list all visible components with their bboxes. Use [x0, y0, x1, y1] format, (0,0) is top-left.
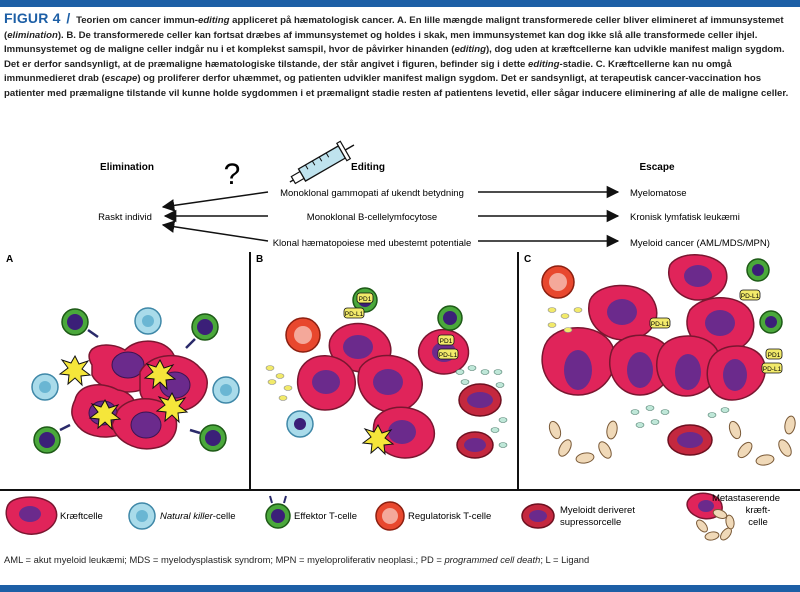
panel-c-label: C	[524, 254, 531, 265]
footnote-parts-0: AML = akut myeloid leukæmi; MDS = myelod…	[4, 554, 445, 565]
legend-metastatic-label-1: Metastaserende	[712, 493, 780, 504]
cancer-nucleus	[343, 335, 373, 359]
legend-treg-label: Regulatorisk T-celle	[408, 511, 491, 522]
svg-text:PD1: PD1	[440, 338, 453, 345]
pd1-label-b2: PD1	[437, 334, 455, 346]
condition-chip: Klonal hæmatopoiese med ubestemt potenti…	[273, 238, 472, 249]
panel-a-label: A	[6, 254, 13, 265]
legend-mdsc-label-2: supressorcelle	[560, 517, 621, 528]
pdl1-label-c2: PD-L1	[649, 317, 671, 329]
legend-metastatic-label-3: celle	[748, 517, 768, 528]
top-accent-bar	[0, 0, 800, 7]
svg-text:PD1: PD1	[768, 352, 781, 359]
svg-text:PD-L1: PD-L1	[741, 293, 760, 300]
condition-mgus: Monoklonal gammopati af ukendt betydning	[280, 188, 464, 199]
caption-parts-4: ). B. De transformerede celler kan forts…	[4, 29, 758, 56]
legend-nk-cell-label: Natural killer-celle	[160, 511, 236, 522]
stage-editing-label: Editing	[351, 162, 385, 173]
figure-caption: FIGUR 4 / Teorien om cancer immun-editin…	[4, 11, 796, 102]
metastatic-vessel	[548, 415, 796, 466]
svg-text:PD-L1: PD-L1	[763, 366, 782, 373]
legend-metastatic-label-2: kræft-	[746, 505, 771, 516]
kill-burst-icon	[88, 398, 122, 431]
condition-mbl: Monoklonal B-cellelymfocytose	[307, 212, 437, 223]
caption-parts-5: editing	[454, 44, 486, 56]
pdl1-label-b1: PD-L1	[343, 307, 365, 319]
caption-parts-3: elimination	[7, 29, 58, 41]
caption-parts-0: Teorien om cancer immun-	[76, 15, 198, 26]
cancer-nucleus	[111, 351, 145, 379]
pd1-label-b1: PD1	[356, 292, 374, 304]
legend-metastatic-cell-icon	[686, 492, 735, 541]
pdl1-label-c1: PD-L1	[739, 289, 761, 301]
question-mark: ?	[224, 158, 241, 191]
caption-parts-8: -stadie. C. Kræftcellerne kan nu omgå im…	[4, 58, 732, 85]
svg-text:PD-L1: PD-L1	[345, 311, 364, 318]
healthy-individual-label: Raskt individ	[98, 212, 152, 223]
syringe-icon	[289, 140, 355, 185]
svg-text:PD-L1: PD-L1	[651, 321, 670, 328]
figure-label-separator: /	[66, 10, 71, 26]
kill-burst-icon	[58, 354, 92, 387]
outcome-myeloma: Myelomatose	[630, 188, 687, 199]
pdl1-label-b2: PD-L1	[437, 348, 459, 360]
stage-elimination-label: Elimination	[100, 162, 154, 173]
panel-b-label: B	[256, 254, 263, 265]
panel-b-scene: PD1 PD-L1 PD1 PD-L1	[265, 287, 508, 459]
legend-mdsc-label-1: Myeloidt deriveret	[560, 505, 635, 516]
kill-burst-icon	[155, 391, 189, 424]
pdl1-label-c3: PD-L1	[761, 362, 783, 374]
legend-cancer-cell-label: Kræftcelle	[60, 511, 103, 522]
footnote-parts-1: programmed cell death	[444, 554, 541, 565]
outcome-myeloid-cancer: Myeloid cancer (AML/MDS/MPN)	[630, 238, 770, 249]
bottom-accent-bar	[0, 585, 800, 592]
caption-parts-1: editing	[197, 15, 230, 26]
footnote-parts-2: ; L = Ligand	[540, 554, 590, 565]
arrow-chip-to-healthy	[161, 220, 269, 242]
arrow-mgus-to-healthy	[161, 191, 269, 212]
caption-parts-10: ) og proliferer derfor uhæmmet, og patie…	[4, 73, 789, 99]
caption-parts-2: appliceret på hæmatologisk cancer. A. En…	[4, 15, 784, 41]
cancer-nucleus	[130, 411, 162, 439]
caption-text: Teorien om cancer immun-editing applicer…	[4, 15, 788, 99]
cancer-nucleus	[373, 369, 403, 395]
panel-c-scene: PD-L1 PD-L1 PD1 PD-L1	[541, 254, 796, 466]
svg-text:PD-L1: PD-L1	[439, 352, 458, 359]
caption-parts-7: editing	[528, 58, 560, 70]
pd1-label-c1: PD1	[765, 348, 783, 360]
kill-burst-icon	[361, 423, 395, 456]
caption-parts-6: ), dog uden at kræftcellerne kan udvikle…	[4, 44, 785, 70]
figure-label: FIGUR 4	[4, 10, 61, 26]
abbreviation-footnote: AML = akut myeloid leukæmi; MDS = myelod…	[4, 554, 589, 565]
legend-effector-t-cell-label: Effektor T-celle	[294, 511, 357, 522]
stage-escape-label: Escape	[639, 162, 674, 173]
outcome-cll: Kronisk lymfatisk leukæmi	[630, 212, 740, 223]
cancer-nucleus	[388, 420, 416, 444]
svg-text:PD1: PD1	[359, 296, 372, 303]
kill-burst-icon	[143, 358, 177, 391]
cancer-nucleus	[312, 370, 340, 394]
panel-a-scene	[31, 307, 240, 454]
caption-parts-9: escape	[104, 73, 138, 85]
legend: Kræftcelle Natural killer-celle Effektor…	[5, 492, 780, 541]
